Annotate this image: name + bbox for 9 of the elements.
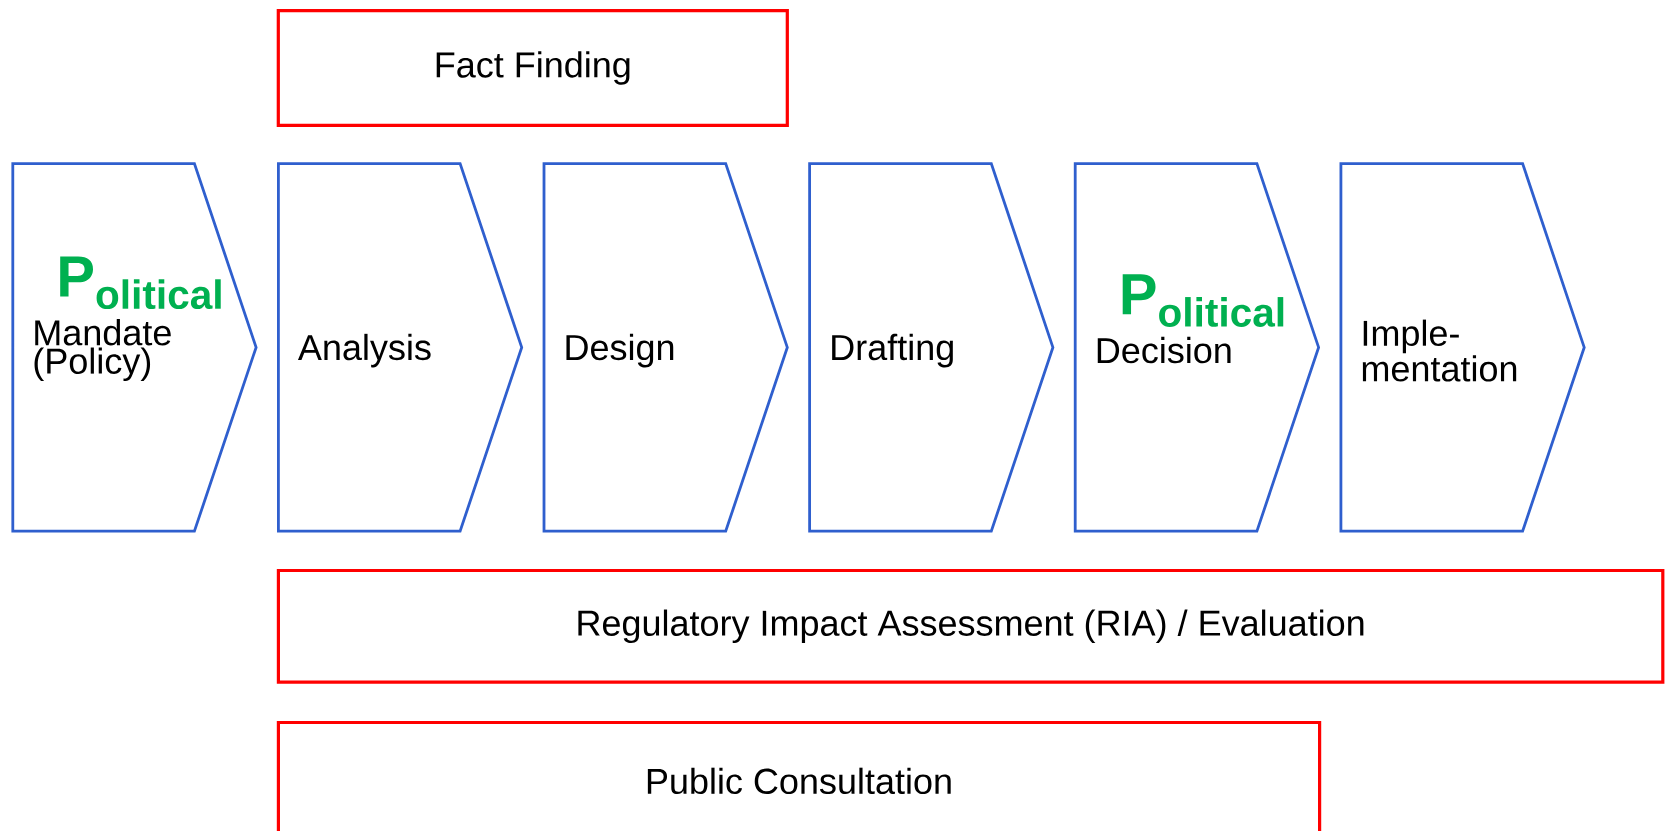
stage-box: Public Consultation (276, 720, 1322, 831)
stage-box: Regulatory Impact Assessment (RIA) / Evaluation (276, 568, 1665, 684)
process-step: P$_{olitical}$ Decision (1073, 162, 1321, 533)
process-step: Imple- mentation (1339, 162, 1586, 533)
process-step: Analysis (277, 162, 524, 533)
process-step: Drafting (808, 162, 1055, 533)
process-step: P$_{olitical}$ Mandate (Policy) (11, 162, 258, 533)
stage-box: Fact Finding (276, 9, 789, 127)
process-step: Design (542, 162, 789, 533)
